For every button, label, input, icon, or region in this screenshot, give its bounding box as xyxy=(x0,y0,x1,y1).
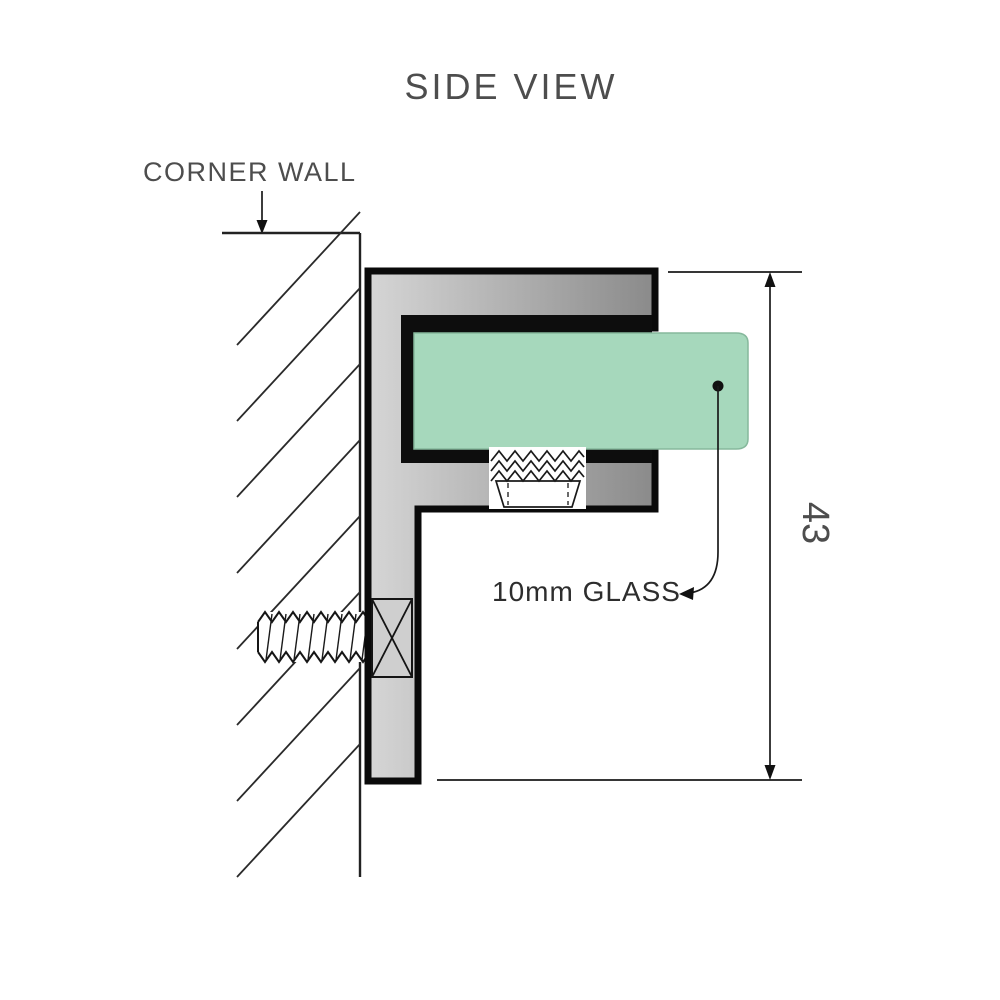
glass-panel xyxy=(413,332,749,450)
dimension-value: 43 xyxy=(794,502,836,544)
glass-callout-leader xyxy=(689,386,719,594)
dimension-arrow-down-icon xyxy=(764,765,776,780)
gasket-ridge-2 xyxy=(490,459,585,473)
gasket-ridge-1 xyxy=(490,449,585,463)
glass-gasket xyxy=(489,447,586,509)
screw-thread-top xyxy=(257,610,370,624)
height-dimension: 43 xyxy=(437,271,836,781)
corner-wall-arrow-icon xyxy=(256,220,268,234)
glass-callout: 10mm GLASS xyxy=(492,380,724,607)
screw-thread-bottom xyxy=(257,650,370,664)
glass-label: 10mm GLASS xyxy=(492,576,681,607)
screw-thread-marks xyxy=(265,613,369,661)
screw-head xyxy=(371,598,413,678)
corner-wall-callout: CORNER WALL xyxy=(143,157,357,234)
wall-hatching xyxy=(236,211,361,878)
wall-screw xyxy=(257,610,370,664)
dimension-arrow-up-icon xyxy=(764,272,776,287)
page-title: SIDE VIEW xyxy=(404,66,617,107)
gasket-base xyxy=(494,480,582,508)
corner-wall-label: CORNER WALL xyxy=(143,157,357,187)
glass-callout-arrow-icon xyxy=(679,587,694,600)
wall xyxy=(222,211,362,878)
